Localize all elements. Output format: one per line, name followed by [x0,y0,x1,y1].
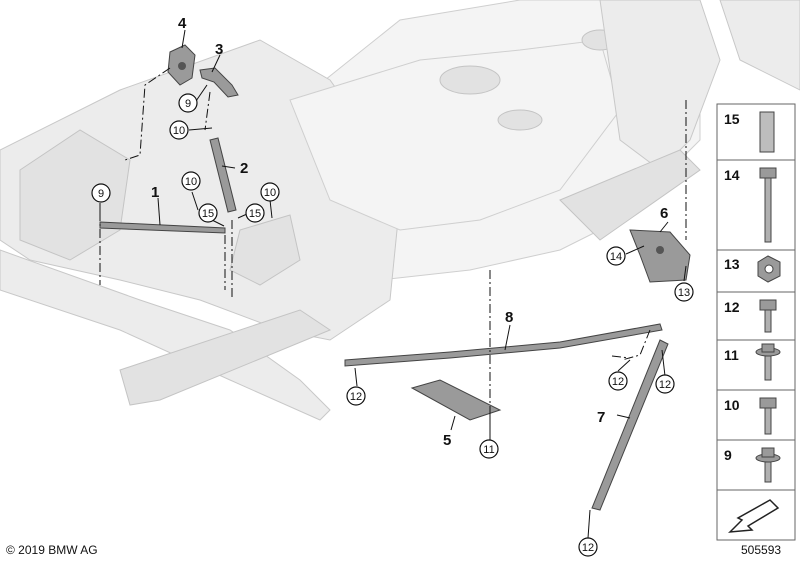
circle-callout-9a: 9 [178,93,198,113]
legend-box-9 [716,439,796,491]
legend-label-12: 12 [724,299,740,315]
legend-box-12 [716,291,796,341]
callout-4: 4 [178,15,187,32]
svg-text:14: 14 [610,251,622,263]
circle-callout-12b: 12 [608,371,628,391]
sleeve-icon [759,111,775,153]
part-3-bracket [199,67,239,98]
svg-text:12: 12 [659,379,671,391]
fastener-legend-panel: 15 14 13 12 11 10 9 [716,103,796,541]
bolt-long-icon [759,167,777,179]
legend-box-15 [716,103,796,161]
legend-label-11: 11 [724,347,739,363]
part-5-plate [410,379,502,421]
callout-3: 3 [215,41,223,58]
svg-text:12: 12 [582,542,594,554]
vehicle-body-ghost [0,0,800,421]
legend-label-13: 13 [724,256,740,272]
part-8-strut [344,323,663,367]
copyright-text: © 2019 BMW AG [6,543,98,557]
circle-callout-12a: 12 [346,386,366,406]
svg-text:10: 10 [173,125,185,137]
circle-callout-10b: 10 [181,171,201,191]
legend-box-13 [716,249,796,293]
svg-text:10: 10 [264,187,276,199]
circle-callout-11: 11 [479,439,499,459]
direction-arrow-icon [728,499,780,533]
legend-box-10 [716,389,796,441]
callout-7: 7 [597,409,605,426]
circled-callouts: 9 10 9 10 15 15 10 14 [91,93,694,557]
callout-5: 5 [443,432,451,449]
svg-text:9: 9 [98,188,104,200]
legend-label-9: 9 [724,447,732,463]
svg-text:15: 15 [249,208,261,220]
legend-label-10: 10 [724,397,740,413]
circle-callout-10c: 10 [260,182,280,202]
svg-text:9: 9 [185,98,191,110]
part-6-hole [656,246,664,254]
svg-text:13: 13 [678,287,690,299]
callout-8: 8 [505,309,513,326]
circle-callout-12d: 12 [578,537,598,557]
centre-lines [99,67,687,440]
diagram-number: 505593 [741,543,782,557]
circle-callout-15a: 15 [198,203,218,223]
bolt-short-icon [759,299,777,311]
circle-callout-9b: 9 [91,183,111,203]
svg-text:15: 15 [202,208,214,220]
part-4-hole [178,62,186,70]
hex-bolt-icon [759,397,777,409]
part-6-bracket [629,229,691,283]
svg-text:12: 12 [612,376,624,388]
callout-2: 2 [240,160,248,177]
svg-text:11: 11 [483,444,494,456]
circle-callout-13: 13 [674,282,694,302]
part-7-brace [591,339,669,511]
callout-6: 6 [660,205,668,222]
part-2-strut [209,137,237,213]
callout-numbers: 4 3 2 1 6 8 5 7 [151,15,668,449]
legend-box-14 [716,159,796,251]
legend-label-14: 14 [724,167,740,183]
legend-label-15: 15 [724,111,740,127]
circle-callout-14: 14 [606,246,626,266]
circle-callout-10a: 10 [169,120,189,140]
callout-1: 1 [151,184,159,201]
circle-callout-12c: 12 [655,374,675,394]
circle-callout-15b: 15 [245,203,265,223]
svg-text:12: 12 [350,391,362,403]
svg-text:10: 10 [185,176,197,188]
